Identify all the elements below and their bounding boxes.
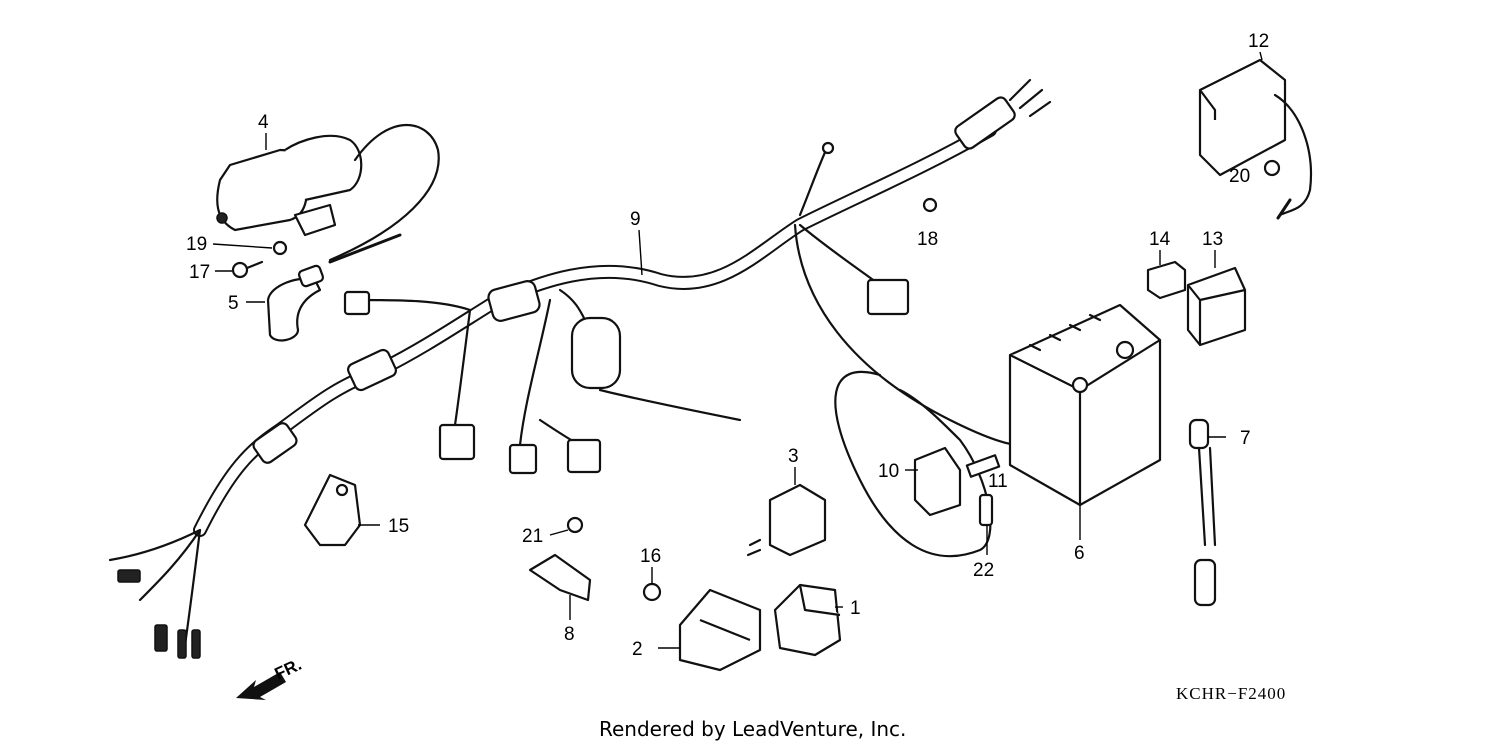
callout-20: 20 xyxy=(1229,166,1250,187)
grommet-18[interactable] xyxy=(922,197,938,213)
callout-numbers: 4 19 17 5 9 18 12 20 14 13 7 6 10 11 22 … xyxy=(186,31,1269,660)
callout-5: 5 xyxy=(228,293,239,314)
ignition-coil[interactable] xyxy=(216,123,440,264)
callout-17: 17 xyxy=(189,262,210,283)
clip-21[interactable] xyxy=(566,516,584,534)
washer-19[interactable] xyxy=(272,240,288,256)
callout-3: 3 xyxy=(788,446,799,467)
cap-14[interactable] xyxy=(1146,260,1187,300)
callout-2: 2 xyxy=(632,639,643,660)
callout-7: 7 xyxy=(1240,428,1251,449)
front-direction-arrow: FR. xyxy=(236,655,305,700)
callout-22: 22 xyxy=(973,560,994,581)
callout-14: 14 xyxy=(1149,229,1171,250)
callout-19: 19 xyxy=(186,234,207,255)
bracket-2[interactable] xyxy=(678,588,762,672)
wire-harness[interactable] xyxy=(108,78,1052,659)
callout-12: 12 xyxy=(1248,31,1269,52)
clamp-15[interactable] xyxy=(303,473,362,547)
callout-6: 6 xyxy=(1074,543,1085,564)
spark-plug-cap[interactable] xyxy=(266,264,325,342)
callout-4: 4 xyxy=(258,112,269,133)
callout-16: 16 xyxy=(640,546,661,567)
footer-credit: Rendered by LeadVenture, Inc. xyxy=(599,717,906,741)
callout-10: 10 xyxy=(878,461,899,482)
callout-11: 11 xyxy=(988,471,1008,492)
battery[interactable] xyxy=(1008,303,1162,507)
fuse-holder[interactable] xyxy=(834,370,992,558)
callout-15: 15 xyxy=(388,516,409,537)
regulator-bracket-12[interactable] xyxy=(1198,58,1312,220)
callout-13: 13 xyxy=(1202,229,1223,250)
relay-13[interactable] xyxy=(1186,266,1247,347)
fuse-11[interactable] xyxy=(965,454,1001,478)
band-8[interactable] xyxy=(528,553,592,602)
screw-22[interactable] xyxy=(978,493,994,527)
rubber-cover-1[interactable] xyxy=(773,583,842,657)
bolt-17[interactable] xyxy=(231,260,264,279)
callout-21: 21 xyxy=(522,526,543,547)
breather-tube-7[interactable] xyxy=(1188,418,1217,607)
callout-8: 8 xyxy=(564,624,575,645)
bolt-20[interactable] xyxy=(1263,159,1281,177)
callout-9: 9 xyxy=(630,209,641,230)
leader-lines xyxy=(212,51,1263,649)
callout-1: 1 xyxy=(850,598,861,619)
callout-18: 18 xyxy=(917,229,938,250)
cdi-unit-3[interactable] xyxy=(746,483,827,557)
diagram-code: KCHR−F2400 xyxy=(1176,684,1286,703)
screw-16[interactable] xyxy=(642,582,662,602)
